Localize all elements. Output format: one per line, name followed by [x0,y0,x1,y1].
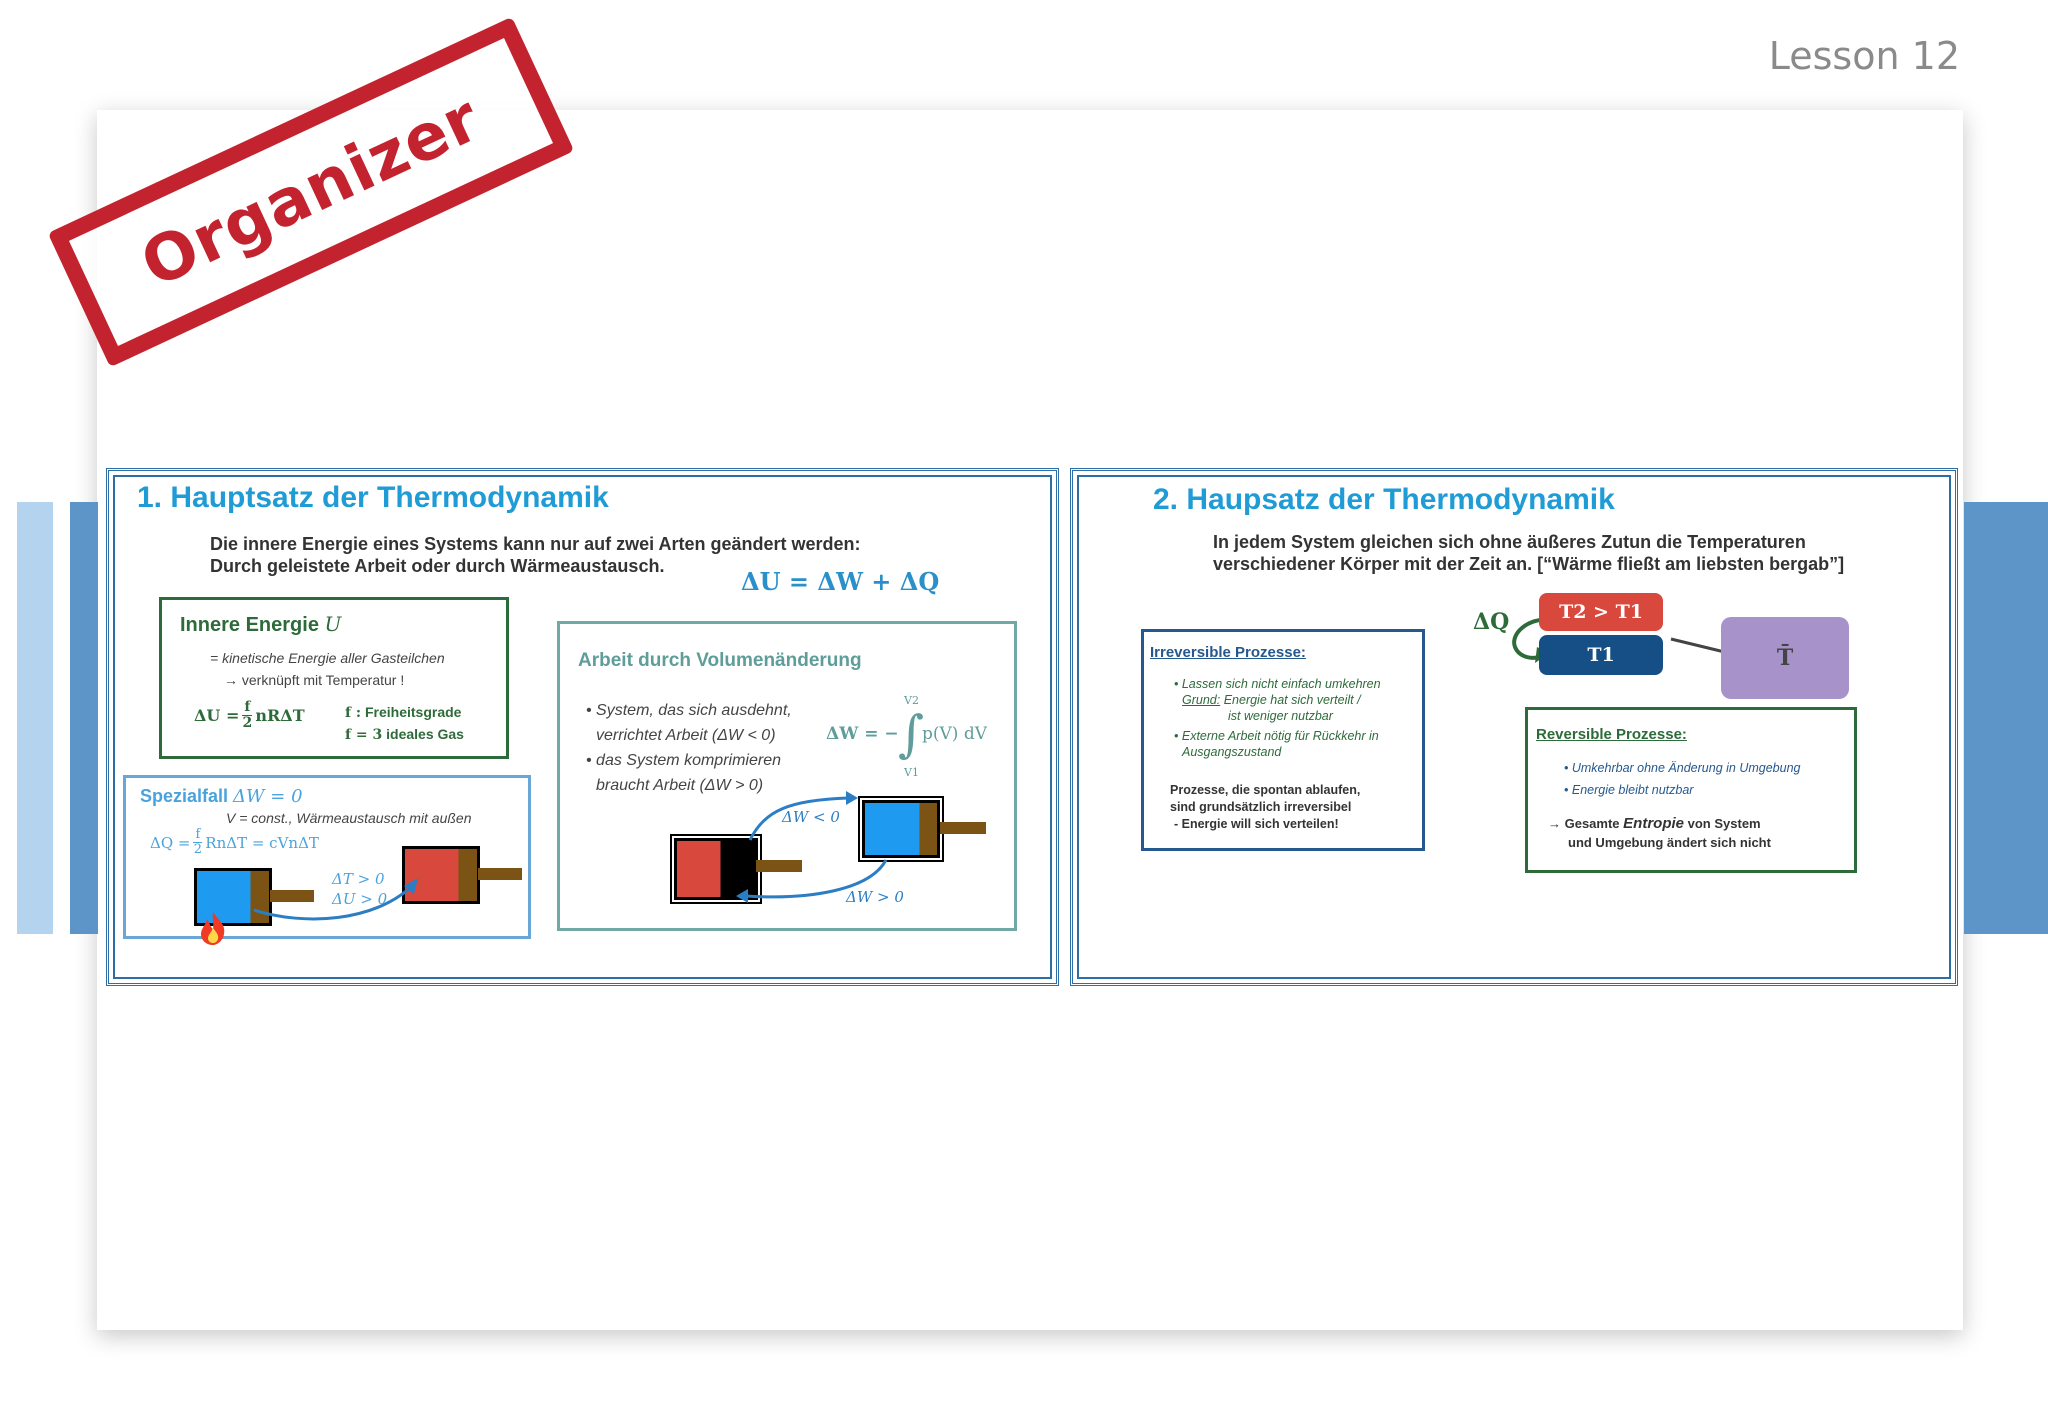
bullet-item: braucht Arbeit (ΔW > 0) [596,777,764,794]
bullet-item: • Lassen sich nicht einfach umkehren [1174,677,1381,691]
delta-t-label: ΔT > 0 [332,870,385,888]
piston-rod [270,890,314,902]
special-label: Spezialfall [140,786,229,806]
work-negative-label: ΔW < 0 [782,808,840,826]
bullet-item: ist weniger nutzbar [1228,709,1333,723]
panel-title: 2. Haupsatz der Thermodynamik [1153,483,1615,516]
bullet-item: Ausgangszustand [1182,745,1282,759]
bullet-item: • Energie bleibt nutzbar [1564,783,1694,797]
right-dark-bar [1964,502,2048,934]
frac-den: 2 [242,715,253,731]
equilibrium-body: T̄ [1721,617,1849,699]
freedom-degrees: f : Freiheitsgrade f = 3 ideales Gas [345,702,464,746]
f3-key: f = 3 [345,727,383,743]
frac-num: f [242,699,253,716]
delta-u-label: ΔU > 0 [332,890,388,908]
panel-first-law: 1. Hauptsatz der Thermodynamik Die inner… [106,468,1059,986]
bullet-item: • System, das sich ausdehnt, [586,702,792,719]
bullet-item: • das System komprimieren [586,752,781,769]
inner-line2: → verknüpft mit Temperatur ! [224,672,405,688]
inner-equation: ΔU = f 2 nRΔT [194,700,305,731]
reversible-bullets: • Umkehrbar ohne Änderung in Umgebung • … [1564,756,1800,802]
special-condition: ΔW = 0 [233,786,303,807]
piston-rod [756,860,802,872]
cold-body: T1 [1539,635,1663,675]
intro-line: verschiedener Körper mit der Zeit an. [“… [1213,554,1845,574]
special-note: V = const., Wärmeaustausch mit außen [226,810,472,826]
work-title: Arbeit durch Volumenänderung [578,650,862,671]
irreversible-bullets: • Lassen sich nicht einfach umkehren Gru… [1174,676,1381,760]
integral-sign: ∫ [898,705,925,763]
left-light-bar [17,502,53,934]
bullet-item: Grund: Energie hat sich verteilt / [1182,693,1361,707]
integrand: p(V) dV [922,724,987,744]
inner-energy-box: Innere Energie U = kinetische Energie al… [159,597,509,759]
integral-lower: V1 [904,766,919,779]
integral-upper: V2 [904,694,919,707]
main-equation: ΔU = ΔW + ΔQ [741,567,940,596]
irreversible-title: Irreversible Prozesse: [1150,644,1306,661]
inner-line1: = kinetische Energie aller Gasteilchen [210,650,445,666]
inner-energy-label: Innere Energie [180,614,319,636]
f-desc: Freiheitsgrade [364,704,462,720]
bullet-item: verrichtet Arbeit (ΔW < 0) [596,727,776,744]
bullet-item: • Externe Arbeit nötig für Rückkehr in [1174,729,1379,743]
inner-energy-title: Innere Energie U [180,612,341,637]
flame-icon [201,912,225,945]
piston-rod [478,868,522,880]
hot-body: T2 > T1 [1539,593,1663,631]
special-equation: ΔQ = f 2 RnΔT = cVnΔT [150,828,319,857]
piston-cylinder-hot [402,846,480,904]
hot-body-label: T2 > T1 [1559,601,1643,623]
reversible-note: → Gesamte Entropie von System und Umgebu… [1548,815,1771,850]
fraction: f 2 [242,699,253,731]
eq-rhs: nRΔT [255,706,305,725]
eq-rhs: RnΔT = cVnΔT [205,833,319,852]
intro-line: In jedem System gleichen sich ohne äußer… [1213,532,1806,552]
work-integral: ΔW = − ∫ V2 V1 p(V) dV [826,694,1006,779]
equilibrium-label: T̄ [1776,645,1794,671]
frac-num: f [193,827,203,843]
intro-line: Durch geleistete Arbeit oder durch Wärme… [210,556,665,576]
f3-desc: ideales Gas [386,726,464,742]
eq-lhs: ΔU = [194,706,240,725]
panel-second-law: 2. Haupsatz der Thermodynamik In jedem S… [1070,468,1958,986]
irreversible-note: Prozesse, die spontan ablaufen, sind gru… [1170,783,1361,831]
panel-title: 1. Hauptsatz der Thermodynamik [137,481,609,514]
reversible-box: Reversible Prozesse: • Umkehrbar ohne Än… [1525,707,1857,873]
transition-arrow [253,878,418,921]
lesson-label: Lesson 12 [1768,34,1960,78]
reversible-title: Reversible Prozesse: [1536,726,1687,743]
frac-den: 2 [193,842,203,857]
eq-lhs: ΔQ = [150,833,191,852]
intro-text: In jedem System gleichen sich ohne äußer… [1213,531,1844,575]
fraction: f 2 [193,827,203,857]
bullet-item: • Umkehrbar ohne Änderung in Umgebung [1564,761,1801,775]
piston-expanded [858,796,944,862]
left-dark-bar [70,502,98,934]
inner-energy-symbol: U [324,612,342,636]
intro-text: Die innere Energie eines Systems kann nu… [210,533,861,577]
work-positive-label: ΔW > 0 [846,888,904,906]
intro-line: Die innere Energie eines Systems kann nu… [210,534,861,554]
eq-lhs: ΔW = − [826,724,899,744]
f-key: f : [345,705,362,721]
special-case-box: Spezialfall ΔW = 0 V = const., Wärmeaust… [123,775,531,945]
special-title: Spezialfall ΔW = 0 [140,786,303,807]
work-bullets: • System, das sich ausdehnt, verrichtet … [586,698,792,798]
expansion-compression-arrows [736,791,888,903]
work-box: Arbeit durch Volumenänderung • System, d… [557,621,1017,931]
heat-flow-label: ΔQ [1473,609,1510,635]
piston-rod [940,822,986,834]
irreversible-box: Irreversible Prozesse: • Lassen sich nic… [1141,629,1425,851]
cold-body-label: T1 [1587,644,1615,666]
